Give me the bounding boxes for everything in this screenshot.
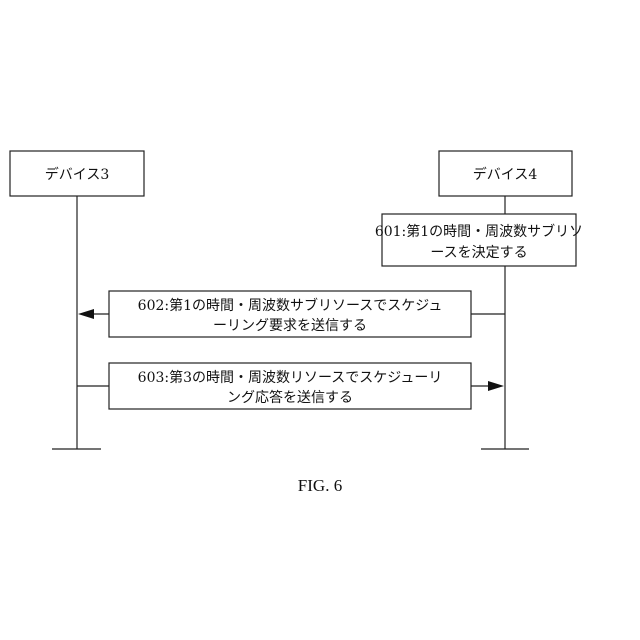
figure-caption: FIG. 6 — [298, 476, 342, 495]
step-603-line1: 603:第3の時間・周波数リソースでスケジューリ — [138, 369, 443, 386]
device-4-label: デバイス4 — [473, 166, 538, 183]
step-602-line2: ーリング要求を送信する — [213, 318, 367, 334]
device-3-label: デバイス3 — [45, 166, 110, 183]
step-602-arrowhead — [78, 309, 94, 319]
step-601-line1: 601:第1の時間・周波数サブリソ — [375, 223, 583, 240]
step-602-line1: 602:第1の時間・周波数サブリソースでスケジュ — [138, 297, 443, 314]
step-601-line2: ースを決定する — [430, 245, 527, 261]
step-603-line2: ング応答を送信する — [227, 389, 353, 406]
step-603-arrowhead — [488, 381, 504, 391]
